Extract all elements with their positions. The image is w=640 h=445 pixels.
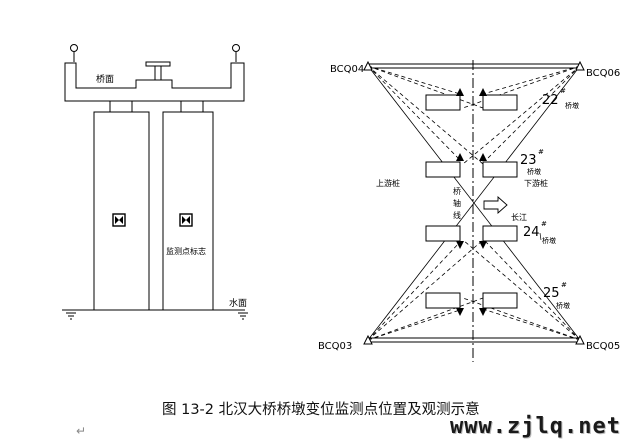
svg-text:线: 线 xyxy=(453,210,461,220)
svg-text:#: # xyxy=(538,148,544,156)
water-level-symbol xyxy=(66,312,76,320)
flow-arrow xyxy=(483,195,508,215)
station-label-bcq03: BCQ03 xyxy=(318,341,352,352)
monitor-point-marker xyxy=(112,213,126,227)
station-marker-bcq05 xyxy=(575,334,585,345)
bearing xyxy=(109,100,133,113)
figure-caption: 图 13-2 北汉大桥桥墩变位监测点位置及观测示意 xyxy=(162,402,480,418)
water-level-symbol xyxy=(238,312,248,320)
station-marker-bcq03 xyxy=(363,334,373,345)
monitor-point-label: 监测点标志 xyxy=(166,246,206,256)
svg-text:25: 25 xyxy=(543,286,560,301)
svg-text:桥墩: 桥墩 xyxy=(527,167,541,176)
downstream-label: 下游桩 xyxy=(524,178,548,188)
monitor-point-marker xyxy=(179,213,193,227)
svg-text:#: # xyxy=(561,281,567,289)
pier-block-24-right xyxy=(482,225,518,242)
lamp-post-right xyxy=(232,44,240,62)
flow-label: 长江 xyxy=(511,212,527,222)
watermark: www.zjlq.net xyxy=(450,414,621,439)
lamp-post-left xyxy=(70,44,78,62)
bridge-deck-label: 桥面 xyxy=(96,73,114,85)
pier-block-22-right xyxy=(482,94,518,111)
bearing xyxy=(180,100,204,113)
station-label-bcq04: BCQ04 xyxy=(330,64,364,75)
station-label-bcq05: BCQ05 xyxy=(586,341,620,352)
svg-text:桥墩: 桥墩 xyxy=(565,101,579,110)
target-markers xyxy=(456,88,487,316)
pier-number-22: 22 # 桥墩 xyxy=(542,87,579,110)
pier-number-23: 23 # 桥墩 xyxy=(520,148,544,176)
plan-view-drawing xyxy=(367,60,581,362)
water-level-label: 水面 xyxy=(229,297,247,309)
pier-number-25: 25 # 桥墩 xyxy=(543,281,570,310)
center-rail xyxy=(145,61,171,67)
svg-text:22: 22 xyxy=(542,93,559,108)
station-marker-bcq04 xyxy=(363,60,373,71)
station-label-bcq06: BCQ06 xyxy=(586,68,620,79)
paragraph-mark: ↵ xyxy=(76,424,87,438)
svg-text:#: # xyxy=(560,87,566,95)
pier-block-25-right xyxy=(482,292,518,309)
bridge-axis-label: 桥 轴 线 xyxy=(453,186,461,220)
svg-text:桥: 桥 xyxy=(453,186,461,196)
svg-text:24: 24 xyxy=(523,225,540,240)
svg-text:桥墩: 桥墩 xyxy=(556,301,570,310)
svg-text:#: # xyxy=(541,220,547,228)
pier-block-23-right xyxy=(482,161,518,178)
svg-text:轴: 轴 xyxy=(453,198,461,208)
upstream-label: 上游桩 xyxy=(376,178,400,188)
pier-block-23-left xyxy=(425,161,461,178)
bridge-deck xyxy=(64,62,245,102)
pier-block-22-left xyxy=(425,94,461,111)
pier-section-drawing xyxy=(62,44,248,320)
pier-number-24: 24 # 桥墩 xyxy=(523,220,556,245)
pier-column-right xyxy=(162,111,214,311)
pier-block-25-left xyxy=(425,292,461,309)
pier-column-left xyxy=(93,111,150,311)
pier-block-24-left xyxy=(425,225,461,242)
svg-text:桥墩: 桥墩 xyxy=(542,236,556,245)
svg-text:23: 23 xyxy=(520,153,537,168)
station-marker-bcq06 xyxy=(575,60,585,71)
